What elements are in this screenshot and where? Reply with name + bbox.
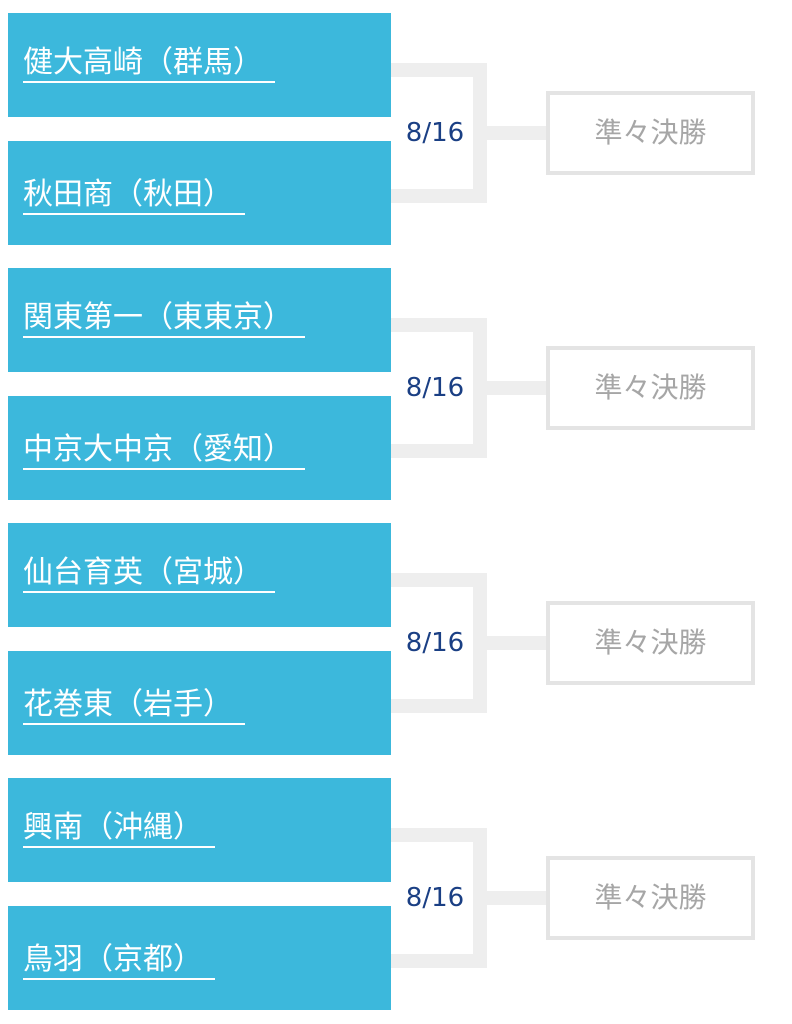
team-slot-top: 健大高崎（群馬） <box>8 13 391 117</box>
team-link[interactable]: 鳥羽（京都） <box>23 942 215 980</box>
bracket-connector-advance <box>487 891 548 905</box>
match-date: 8/16 <box>405 883 465 913</box>
team-link[interactable]: 秋田商（秋田） <box>23 177 245 215</box>
match-date: 8/16 <box>405 628 465 658</box>
bracket-connector-advance <box>487 381 548 395</box>
next-round-slot: 準々決勝 <box>546 91 755 175</box>
bracket-connector-top <box>391 318 487 332</box>
next-round-slot: 準々決勝 <box>546 856 755 940</box>
bracket-connector-vertical <box>473 63 487 203</box>
bracket-connector-vertical <box>473 318 487 458</box>
bracket-connector-advance <box>487 126 548 140</box>
team-link[interactable]: 仙台育英（宮城） <box>23 555 275 593</box>
matchup: 関東第一（東東京） 中京大中京（愛知） 8/16 準々決勝 <box>0 268 792 500</box>
match-date: 8/16 <box>405 373 465 403</box>
team-link[interactable]: 花巻東（岩手） <box>23 687 245 725</box>
bracket-connector-bottom <box>391 699 487 713</box>
team-slot-bottom: 中京大中京（愛知） <box>8 396 391 500</box>
team-link[interactable]: 興南（沖縄） <box>23 810 215 848</box>
team-slot-bottom: 花巻東（岩手） <box>8 651 391 755</box>
team-slot-top: 興南（沖縄） <box>8 778 391 882</box>
team-link[interactable]: 関東第一（東東京） <box>23 300 305 338</box>
bracket-connector-top <box>391 573 487 587</box>
bracket-connector-top <box>391 63 487 77</box>
bracket-connector-advance <box>487 636 548 650</box>
matchup: 健大高崎（群馬） 秋田商（秋田） 8/16 準々決勝 <box>0 13 792 245</box>
bracket-connector-vertical <box>473 573 487 713</box>
bracket-connector-bottom <box>391 444 487 458</box>
team-slot-bottom: 鳥羽（京都） <box>8 906 391 1010</box>
team-link[interactable]: 中京大中京（愛知） <box>23 432 305 470</box>
matchup: 仙台育英（宮城） 花巻東（岩手） 8/16 準々決勝 <box>0 523 792 755</box>
team-slot-top: 仙台育英（宮城） <box>8 523 391 627</box>
next-round-slot: 準々決勝 <box>546 346 755 430</box>
next-round-slot: 準々決勝 <box>546 601 755 685</box>
bracket-connector-vertical <box>473 828 487 968</box>
team-link[interactable]: 健大高崎（群馬） <box>23 45 275 83</box>
match-date: 8/16 <box>405 118 465 148</box>
bracket-connector-bottom <box>391 189 487 203</box>
team-slot-bottom: 秋田商（秋田） <box>8 141 391 245</box>
matchup: 興南（沖縄） 鳥羽（京都） 8/16 準々決勝 <box>0 778 792 1010</box>
team-slot-top: 関東第一（東東京） <box>8 268 391 372</box>
bracket-connector-bottom <box>391 954 487 968</box>
bracket-connector-top <box>391 828 487 842</box>
